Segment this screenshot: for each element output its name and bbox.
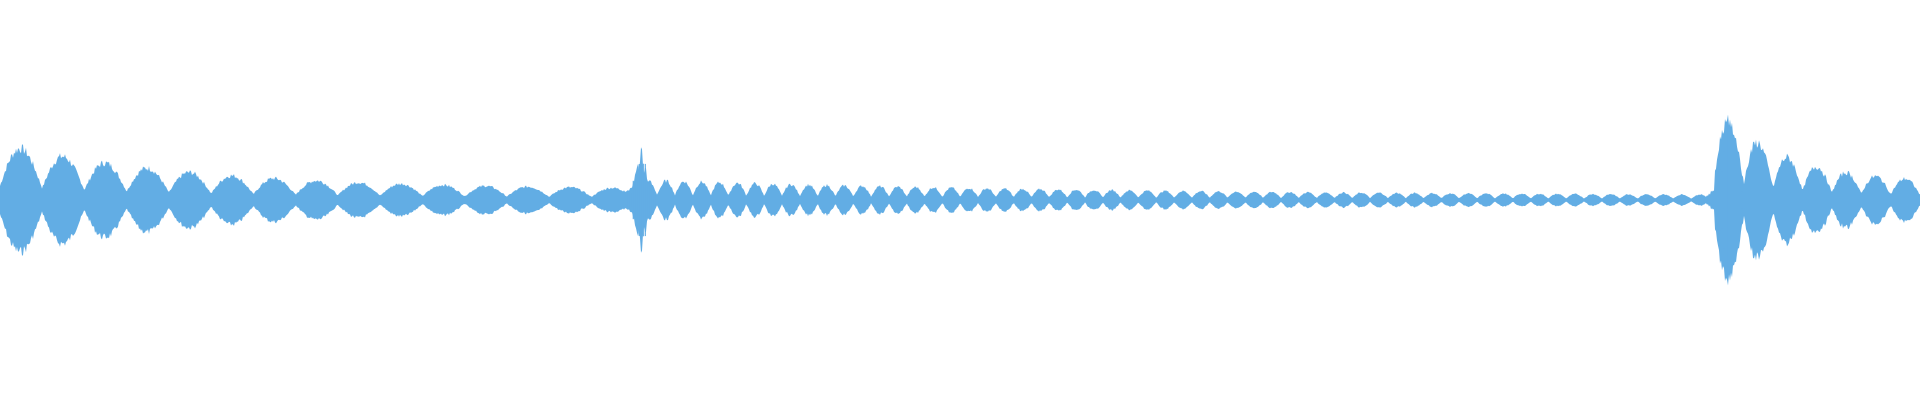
waveform-envelope bbox=[0, 114, 1920, 286]
waveform-onset-spikes bbox=[626, 122, 1743, 278]
